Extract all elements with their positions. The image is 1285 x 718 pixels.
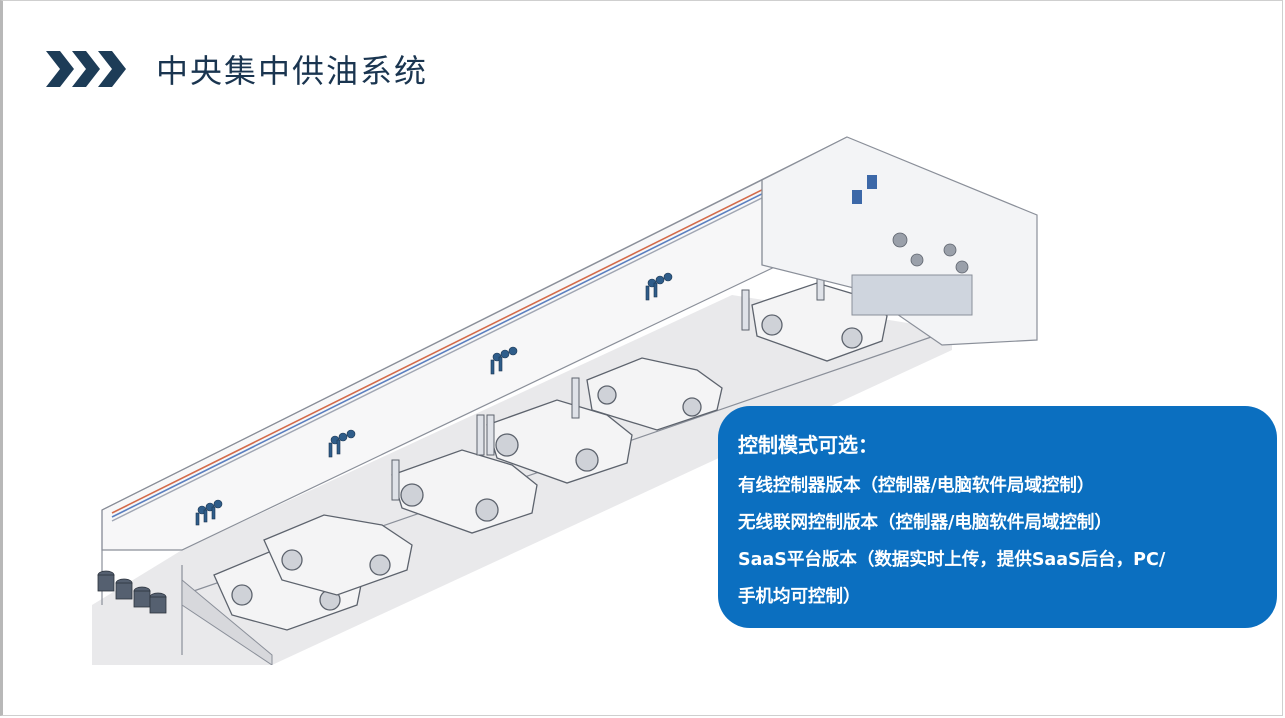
- control-mode-option-saas-continued: 手机均可控制）: [738, 587, 861, 607]
- control-mode-option-saas: SaaS平台版本（数据实时上传，提供SaaS后台，PC/: [738, 550, 1166, 570]
- slide-title: 中央集中供油系统: [156, 52, 429, 90]
- control-mode-option-wired: 有线控制器版本（控制器/电脑软件局域控制）: [738, 476, 1095, 496]
- control-mode-card: 控制模式可选： 有线控制器版本（控制器/电脑软件局域控制） 无线联网控制版本（控…: [718, 406, 1277, 628]
- control-mode-option-wireless: 无线联网控制版本（控制器/电脑软件局域控制）: [738, 513, 1112, 533]
- triple-chevron-right-icon: [46, 51, 126, 87]
- control-mode-heading: 控制模式可选：: [738, 433, 878, 457]
- workshop-isometric-illustration: [92, 136, 1038, 665]
- title-row: 中央集中供油系统: [44, 44, 428, 94]
